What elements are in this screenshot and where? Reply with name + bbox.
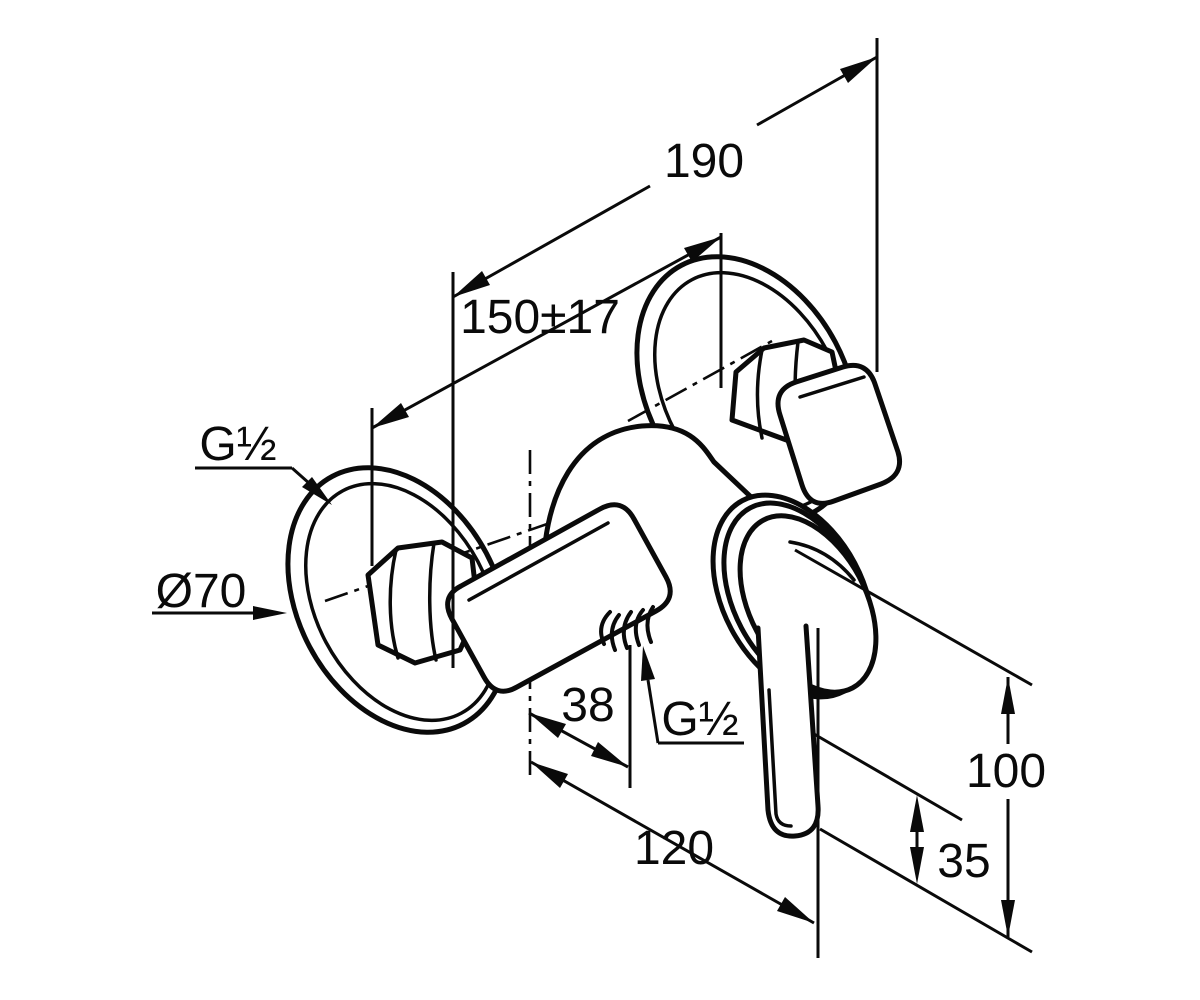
dim-label-38: 38: [561, 679, 614, 732]
label-wall-thread: G½: [195, 418, 332, 505]
top-inlet-axis: [627, 339, 773, 423]
dimension-120: 120: [530, 760, 815, 925]
outlet-threads: [599, 605, 655, 652]
dimension-100: 100: [966, 677, 1046, 937]
extension-body-top: [794, 548, 1033, 687]
dim-label-35: 35: [937, 835, 990, 888]
right-union-pipe: [775, 362, 903, 506]
lever-handle: [755, 623, 821, 839]
left-union-pipe: [445, 502, 673, 694]
dimension-38: 38: [528, 679, 629, 769]
dim-label-d70: Ø70: [156, 565, 247, 618]
dim-label-g12-wall: G½: [199, 418, 276, 471]
dimension-annotations: 190 150±17 G½ Ø70 38: [152, 38, 1046, 958]
extension-lever-bottom: [819, 827, 1033, 954]
extension-lever-upper: [813, 732, 963, 822]
dim-label-120: 120: [634, 822, 714, 875]
label-outlet-thread: G½: [641, 646, 744, 746]
dimension-150: 150±17: [371, 235, 722, 430]
dimension-35: 35: [910, 795, 991, 888]
dim-label-g12-outlet: G½: [661, 693, 738, 746]
dimension-190: 190: [452, 55, 878, 299]
label-escutcheon-diameter: Ø70: [152, 565, 287, 620]
dim-label-100: 100: [966, 745, 1046, 798]
faucet-outline: [285, 254, 903, 839]
dim-label-190: 190: [664, 135, 744, 188]
dim-label-150: 150±17: [460, 291, 620, 344]
